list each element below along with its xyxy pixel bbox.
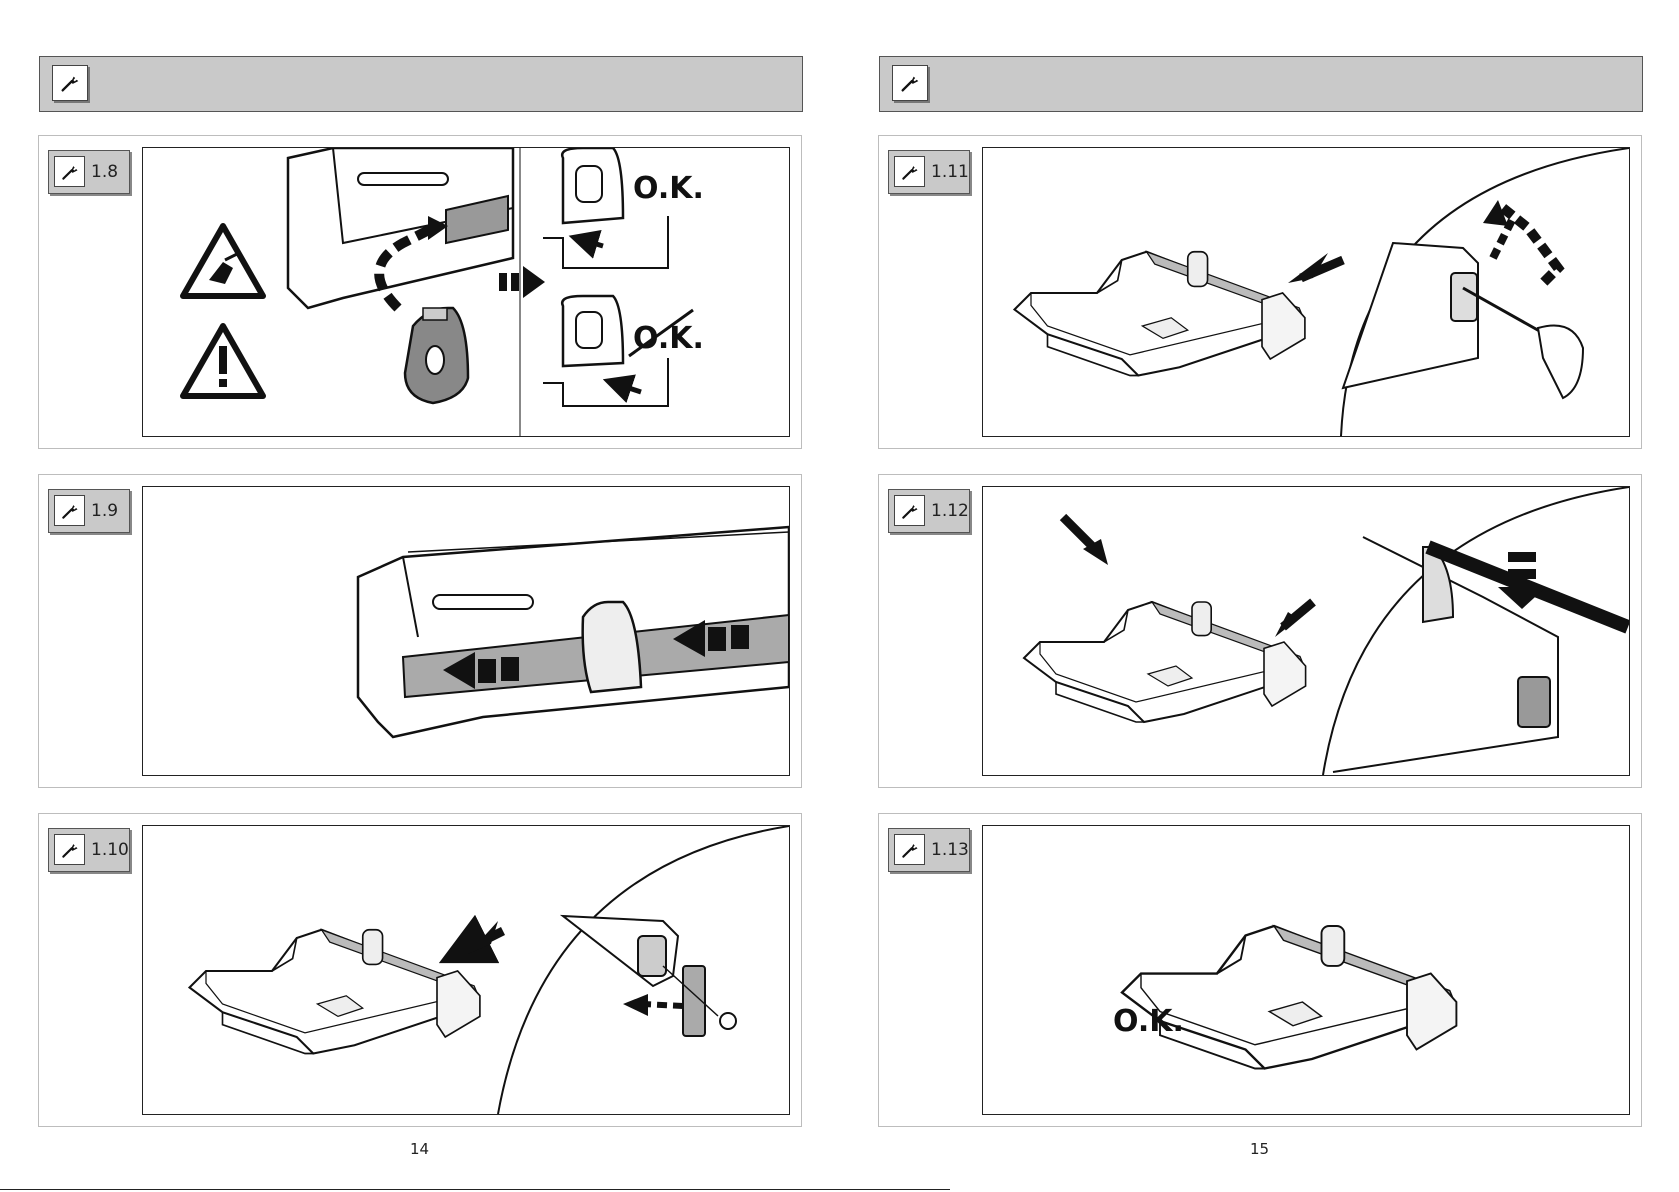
- step-1-9: 1.9: [38, 474, 802, 788]
- hand-cut-warning-icon: [183, 226, 263, 296]
- page-15: 1.11 1.12: [840, 0, 1679, 1192]
- illustration-remove-rail: [983, 487, 1629, 775]
- step-1-8: 1.8: [38, 135, 802, 449]
- wrench-icon: [54, 834, 85, 865]
- illustration-blade-holder: O.K. O.K.: [143, 148, 789, 436]
- step-label: 1.13: [888, 828, 970, 872]
- step-illustration: [982, 147, 1630, 437]
- wrench-icon: [894, 495, 925, 526]
- step-number: 1.12: [931, 501, 969, 521]
- ok-label: O.K.: [633, 171, 704, 206]
- wrench-icon: [52, 65, 88, 101]
- page-number: 15: [840, 1140, 1679, 1158]
- ok-label: O.K.: [1113, 1004, 1184, 1039]
- step-label: 1.9: [48, 489, 130, 533]
- section-header: [39, 56, 803, 112]
- step-number: 1.8: [91, 162, 118, 182]
- wrench-icon: [54, 156, 85, 187]
- page-bottom-rule: [0, 1189, 950, 1190]
- wrench-icon: [894, 156, 925, 187]
- step-illustration: O.K. O.K.: [142, 147, 790, 437]
- step-number: 1.11: [931, 162, 969, 182]
- illustration-slide-rail: [143, 487, 789, 775]
- step-1-12: 1.12: [878, 474, 1642, 788]
- step-label: 1.12: [888, 489, 970, 533]
- illustration-screw-cover: [143, 826, 789, 1114]
- step-illustration: [142, 486, 790, 776]
- page-number: 14: [0, 1140, 839, 1158]
- step-illustration: O.K.: [982, 825, 1630, 1115]
- step-1-11: 1.11: [878, 135, 1642, 449]
- step-number: 1.13: [931, 840, 969, 860]
- step-label: 1.8: [48, 150, 130, 194]
- step-number: 1.9: [91, 501, 118, 521]
- step-1-13: 1.13 O.K.: [878, 813, 1642, 1127]
- warning-icon: [183, 326, 263, 396]
- step-label: 1.10: [48, 828, 130, 872]
- section-header: [879, 56, 1643, 112]
- illustration-assembled-cutter: O.K.: [983, 826, 1629, 1114]
- step-number: 1.10: [91, 840, 129, 860]
- page-14: 1.8: [0, 0, 839, 1192]
- illustration-unscrew: [983, 148, 1629, 436]
- wrench-icon: [892, 65, 928, 101]
- wrench-icon: [54, 495, 85, 526]
- step-1-10: 1.10: [38, 813, 802, 1127]
- step-illustration: [982, 486, 1630, 776]
- step-label: 1.11: [888, 150, 970, 194]
- step-illustration: [142, 825, 790, 1115]
- wrench-icon: [894, 834, 925, 865]
